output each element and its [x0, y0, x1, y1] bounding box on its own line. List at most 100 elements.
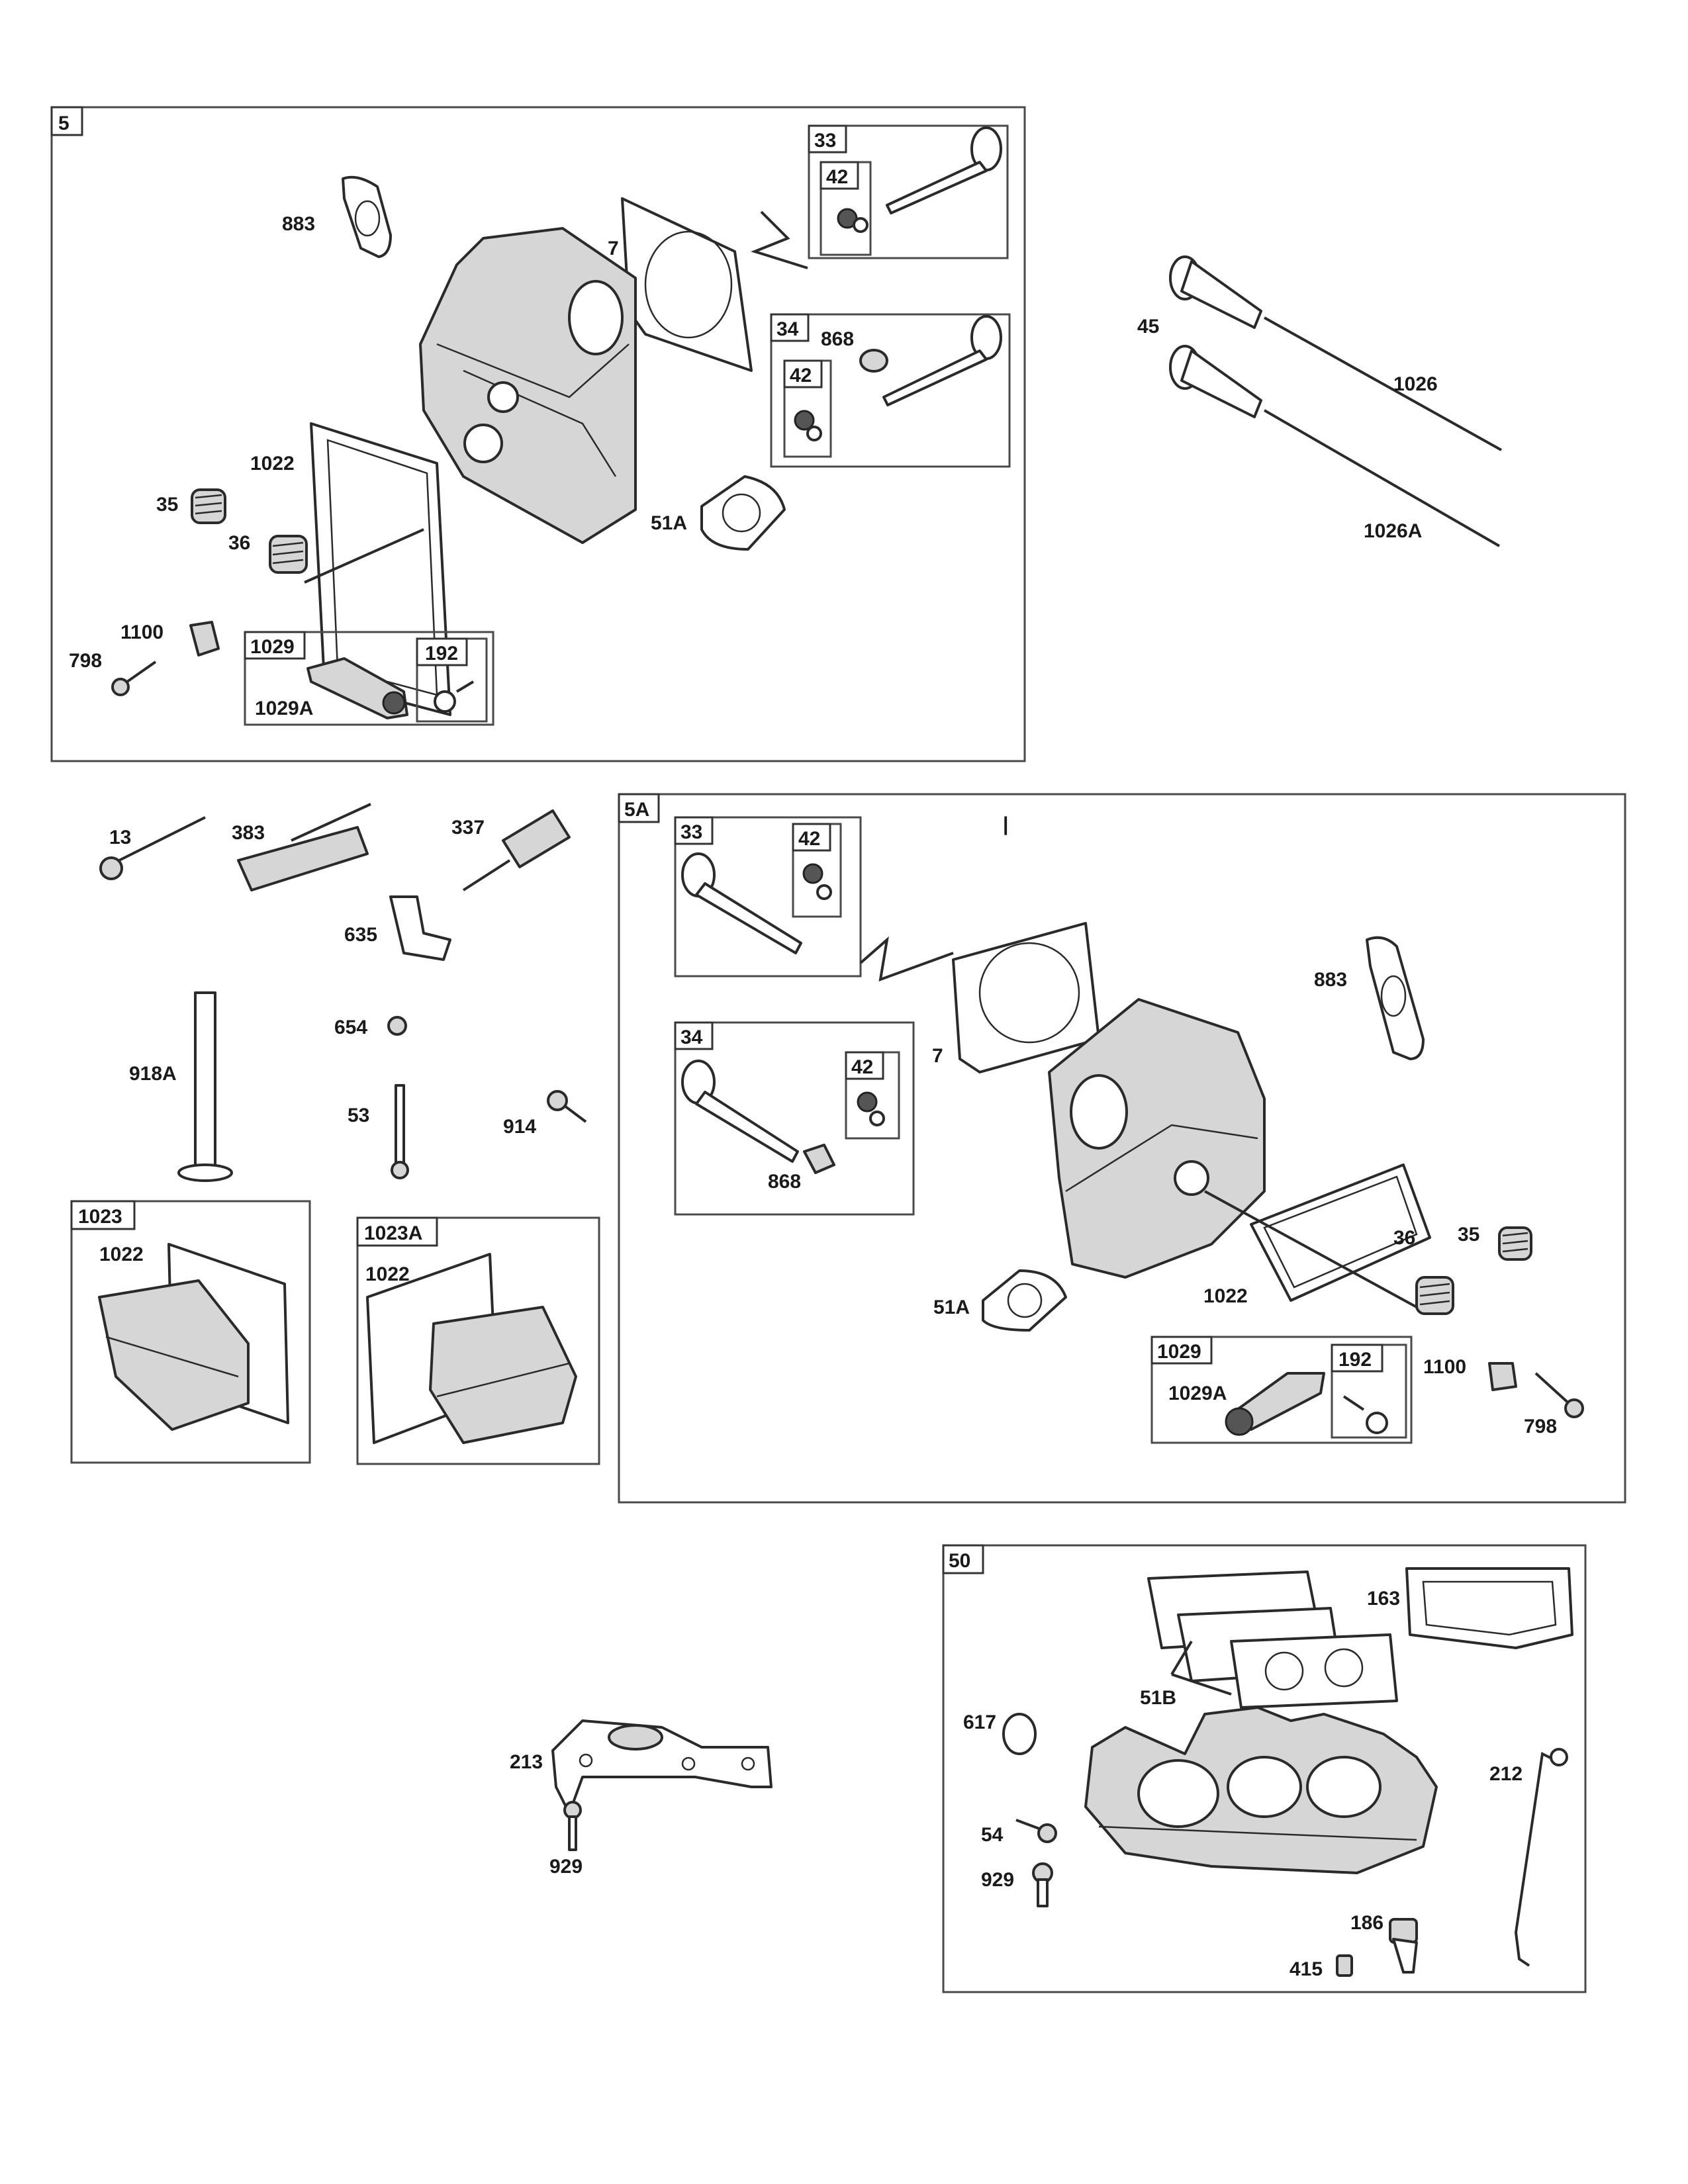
label-51A-b: 51A: [933, 1297, 970, 1318]
sub-1029-tag: 1029: [250, 636, 295, 658]
label-654: 654: [334, 1017, 367, 1038]
label-1022-c: 1022: [365, 1263, 410, 1285]
label-51B: 51B: [1140, 1687, 1176, 1709]
label-1026: 1026: [1393, 373, 1438, 395]
label-883: 883: [282, 213, 315, 235]
label-186: 186: [1350, 1912, 1383, 1934]
nut-654: [387, 1016, 407, 1036]
bolt-798: [111, 660, 157, 696]
cylinder-head: [419, 227, 637, 544]
label-798-b: 798: [1524, 1416, 1557, 1437]
tick-mark: |: [1003, 813, 1008, 835]
valve-34-b: [681, 1060, 885, 1174]
label-7: 7: [608, 238, 619, 259]
clip-1100-b: [1488, 1362, 1517, 1391]
sub-1029-tag-b: 1029: [1157, 1341, 1201, 1363]
spark-plug-337: [462, 809, 571, 891]
section-1023A-tag: 1023A: [364, 1222, 422, 1244]
gasket-883: [342, 175, 392, 258]
section-50: 50 163 51B 617 212: [942, 1544, 1587, 1993]
bolt-54: [1015, 1819, 1057, 1843]
screw-914: [547, 1090, 587, 1123]
head-gasket-7-b: [952, 922, 1100, 1073]
spring-35: [191, 488, 226, 524]
cylinder-head-b: [1048, 998, 1266, 1279]
section-5-tag: 5: [58, 113, 70, 134]
sub-42-tag-c: 42: [798, 828, 820, 850]
spring-35-b: [1498, 1226, 1532, 1261]
section-50-tag: 50: [949, 1550, 970, 1572]
bolt-13: [99, 816, 206, 880]
bracket-213: [551, 1719, 773, 1815]
section-5A: 5A | 33 42 34 42 868: [618, 793, 1626, 1504]
label-1022-d: 1022: [1203, 1285, 1248, 1307]
label-383: 383: [232, 822, 265, 844]
label-45: 45: [1137, 316, 1159, 338]
sub-42-tag-d: 42: [851, 1056, 873, 1078]
sub-34-tag-b: 34: [680, 1026, 703, 1048]
tube-918A: [177, 991, 233, 1182]
label-1100-b: 1100: [1423, 1356, 1466, 1378]
label-635: 635: [344, 924, 377, 946]
section-1023-tag: 1023: [78, 1206, 122, 1228]
label-1022: 1022: [250, 453, 295, 475]
label-1100: 1100: [120, 621, 164, 643]
label-868-b: 868: [768, 1171, 801, 1193]
gasket-51A: [700, 475, 786, 551]
label-1029A-b: 1029A: [1168, 1383, 1227, 1404]
label-798: 798: [69, 650, 102, 672]
label-36: 36: [228, 532, 250, 554]
label-929-b: 929: [981, 1869, 1014, 1891]
intake-manifold: [1084, 1706, 1438, 1874]
label-1029A: 1029A: [255, 698, 313, 719]
sub-192-tag-b: 192: [1338, 1349, 1372, 1371]
sub-34-tag: 34: [776, 318, 799, 340]
valve-33-b: [681, 852, 832, 954]
label-337: 337: [451, 817, 485, 839]
label-35: 35: [156, 494, 178, 516]
clip-1100: [189, 621, 220, 657]
label-35-b: 35: [1458, 1224, 1479, 1246]
label-617: 617: [963, 1711, 996, 1733]
valve-cover-1023: [98, 1243, 289, 1431]
valve-cover-1023A: [366, 1253, 577, 1444]
breather-383: [237, 803, 371, 891]
gasket-1022-b: [1250, 1163, 1431, 1302]
pushrod-1026: [1264, 316, 1502, 451]
label-868: 868: [821, 328, 854, 350]
gasket-51B: [1147, 1570, 1398, 1709]
sub-42-tag-b: 42: [790, 365, 812, 387]
tappet-45-lower: [1169, 345, 1262, 418]
gasket-883-b: [1366, 936, 1425, 1060]
fitting-186: [1389, 1918, 1418, 1974]
head-gasket-7: [621, 197, 753, 372]
sub-192-tag: 192: [425, 643, 458, 664]
section-5A-tag: 5A: [624, 799, 649, 821]
label-914: 914: [503, 1116, 536, 1138]
loose-parts: 13 383 337 635 918A 654 53 9: [70, 803, 600, 1465]
sub-42-tag: 42: [826, 166, 848, 188]
label-415: 415: [1289, 1958, 1323, 1980]
label-883-b: 883: [1314, 969, 1347, 991]
label-51A: 51A: [651, 512, 687, 534]
sub-33-tag: 33: [814, 130, 836, 152]
label-163: 163: [1367, 1588, 1400, 1610]
label-929-a: 929: [549, 1856, 583, 1878]
rod-212: [1514, 1748, 1568, 1967]
label-212: 212: [1489, 1763, 1523, 1785]
boot-635: [389, 895, 451, 961]
label-54: 54: [981, 1824, 1004, 1846]
screw-929-a: [563, 1801, 582, 1851]
gasket-163: [1405, 1567, 1573, 1649]
label-36-b: 36: [1393, 1227, 1415, 1249]
section-5: 5 33 42 34 42 868: [50, 106, 1026, 762]
rocker-arm-1029A-b: [1225, 1372, 1325, 1436]
sub-33-tag-b: 33: [680, 821, 702, 843]
tappet-45-upper: [1169, 255, 1262, 329]
valve-33: [837, 126, 1002, 233]
label-918A: 918A: [129, 1063, 177, 1085]
pushrod-1026A: [1263, 409, 1501, 547]
label-53: 53: [348, 1105, 369, 1126]
valve-34: [794, 315, 1002, 441]
